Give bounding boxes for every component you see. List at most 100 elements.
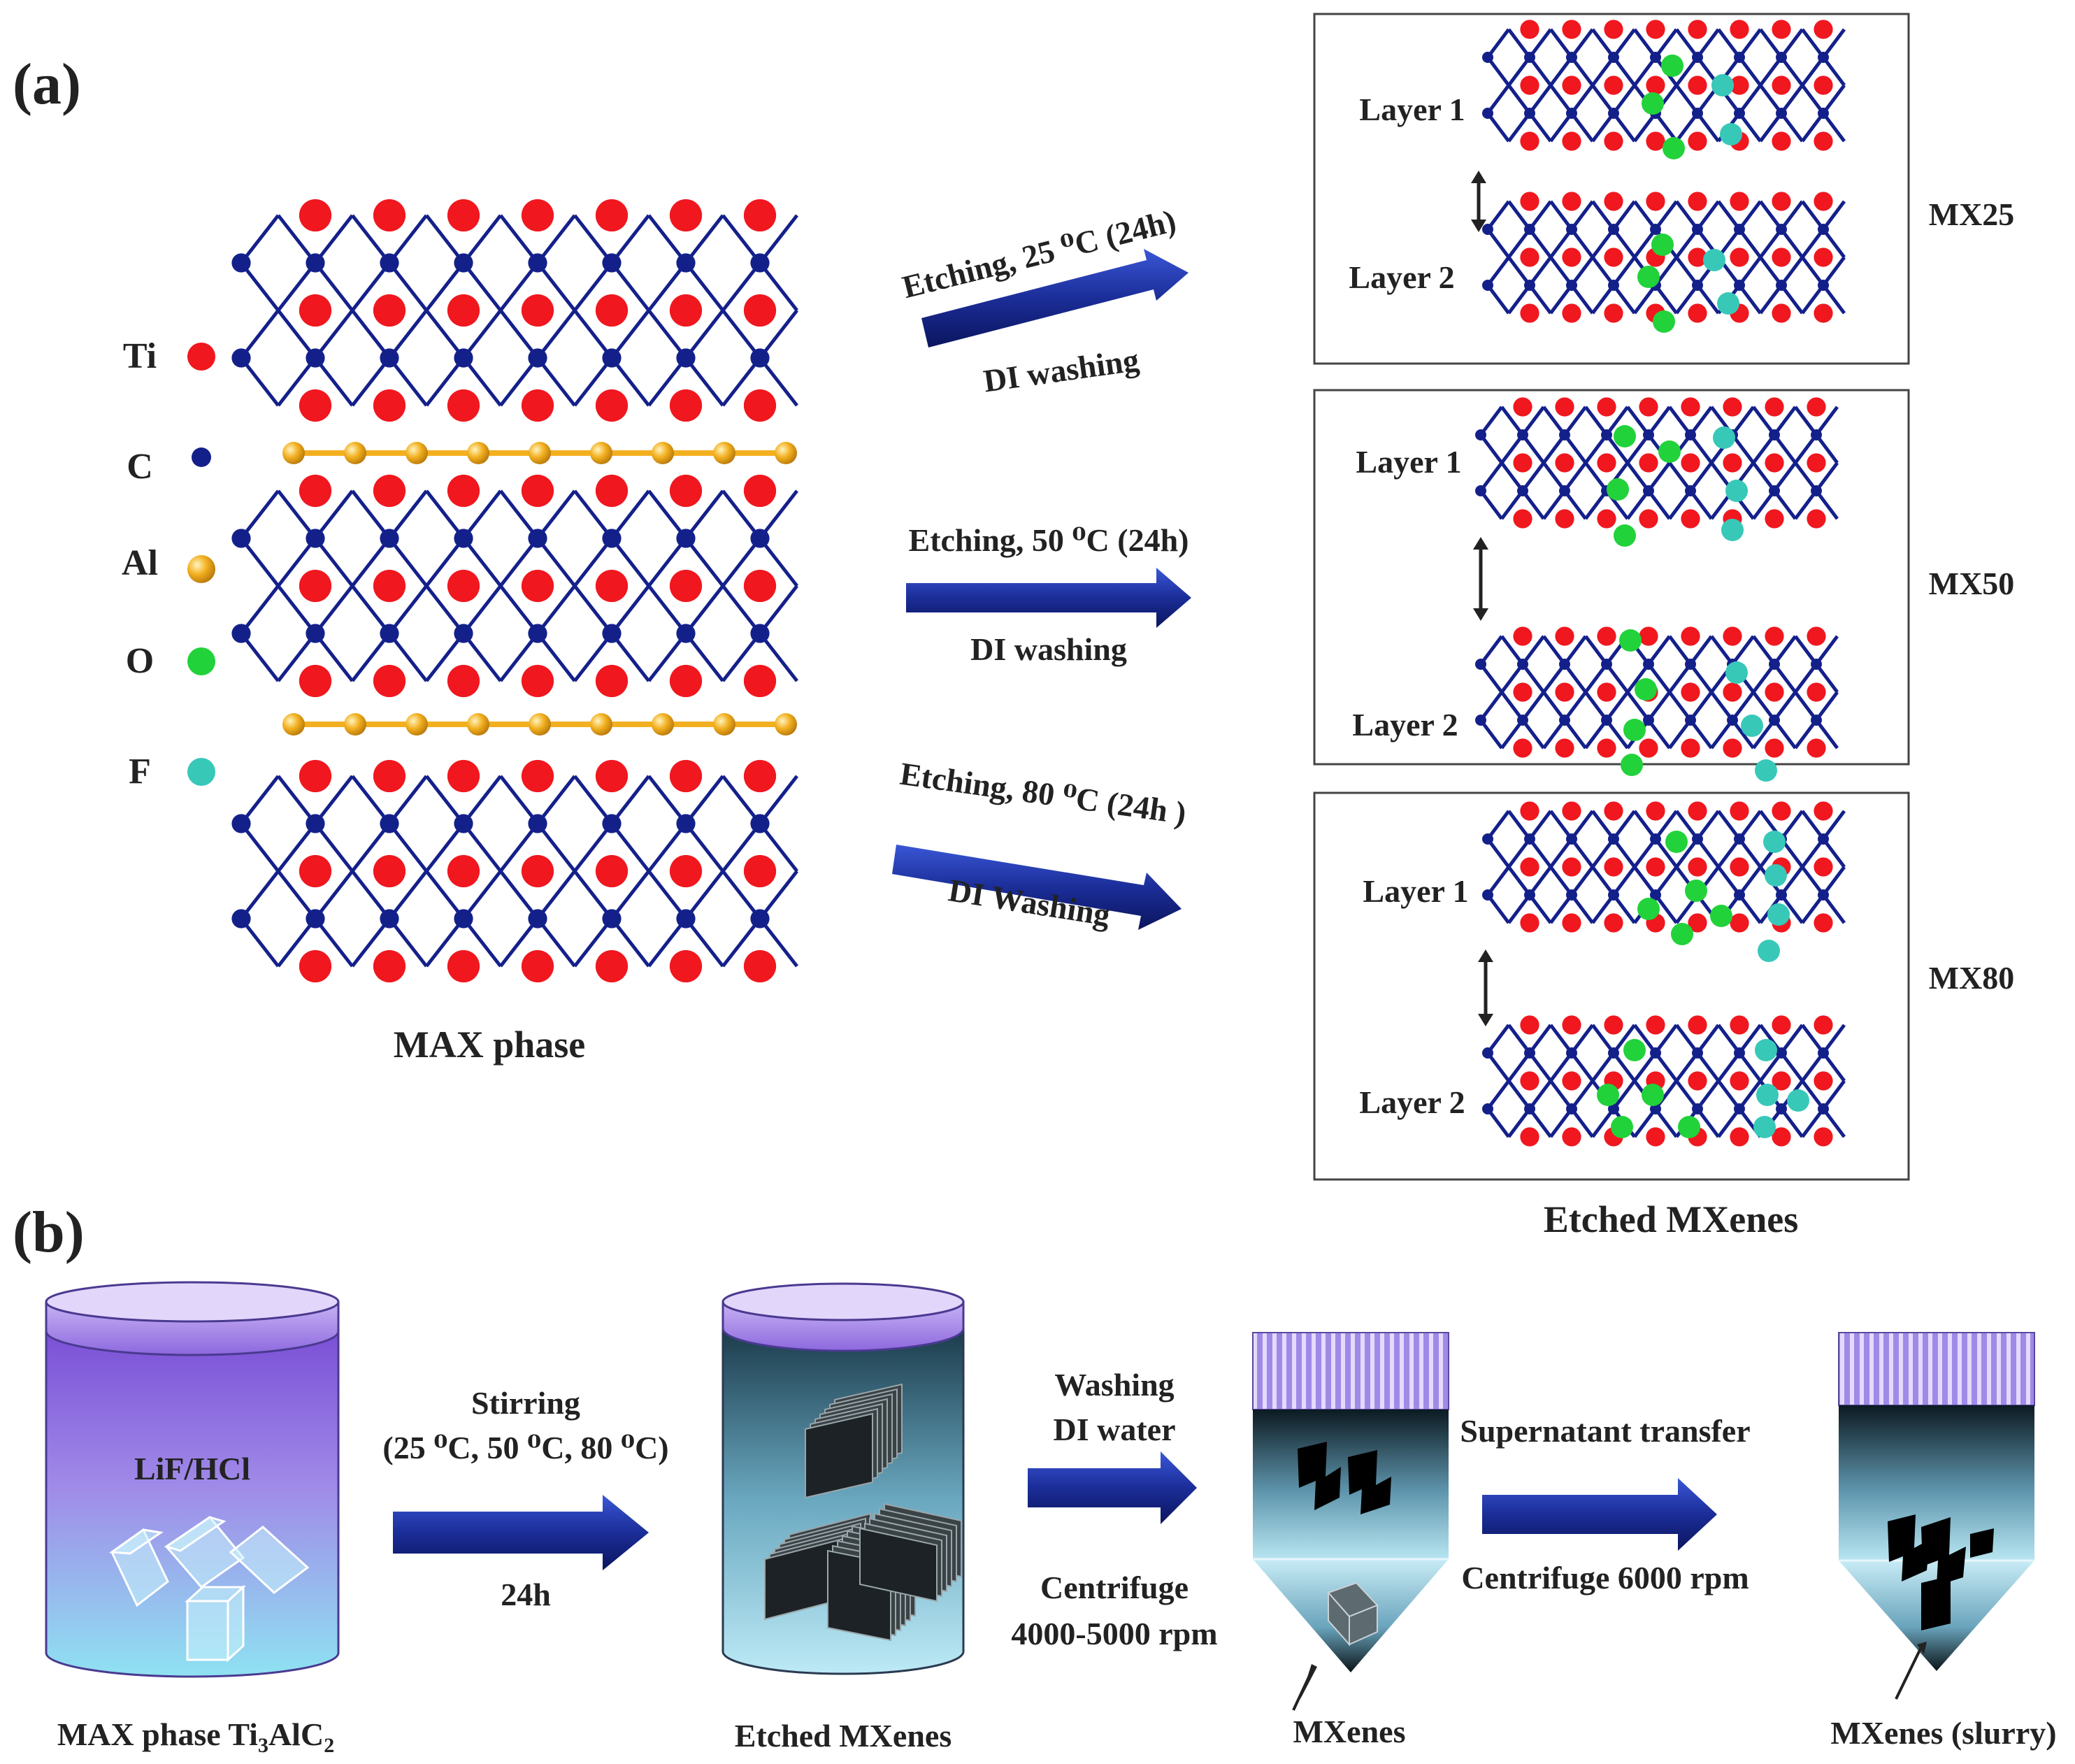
ti-atom xyxy=(1520,1127,1539,1147)
c-atom xyxy=(1608,889,1619,901)
c-atom xyxy=(231,253,251,273)
ti-atom xyxy=(1562,913,1581,933)
ti-atom xyxy=(1520,248,1539,267)
ti-atom xyxy=(1555,626,1574,646)
c-atom xyxy=(1692,833,1703,845)
c-atom xyxy=(676,624,696,643)
tube-mxenes-pointer-line xyxy=(1292,1668,1314,1711)
f-termination xyxy=(1755,1039,1777,1061)
c-atom xyxy=(1475,715,1486,726)
ti-atom xyxy=(1723,453,1742,473)
c-atom xyxy=(306,348,325,368)
c-atom xyxy=(1601,429,1612,440)
flake-stack xyxy=(859,1503,962,1602)
ti-atom xyxy=(743,949,777,983)
c-atom xyxy=(1811,659,1822,670)
ti-atom xyxy=(1604,131,1623,151)
c-atom xyxy=(1566,108,1577,119)
tube-mxenes-slurry xyxy=(1838,1332,2035,1671)
ti-atom xyxy=(1807,738,1826,758)
legend-label-o: O xyxy=(126,641,154,681)
ti-atom xyxy=(1730,801,1749,821)
ti-atom xyxy=(1597,682,1616,702)
mx80-layer-1 xyxy=(1482,801,1846,962)
ti-atom xyxy=(1807,682,1826,702)
ti-atom xyxy=(1562,131,1581,151)
ti-atom xyxy=(1555,397,1574,417)
f-termination xyxy=(1763,831,1786,853)
f-termination xyxy=(1725,661,1748,684)
ti-atom xyxy=(373,199,406,232)
ti-atom xyxy=(1730,76,1749,95)
ti-atom xyxy=(1730,20,1749,39)
o-termination xyxy=(1642,1084,1664,1106)
ti-atom xyxy=(595,759,629,793)
ti-atom xyxy=(299,854,332,888)
ti-atom xyxy=(595,474,629,508)
c-atom xyxy=(1482,1047,1493,1059)
ti-atom xyxy=(521,294,554,327)
mxene-flake-stacks xyxy=(764,1383,962,1642)
ti-atom xyxy=(1646,1127,1665,1147)
ti-atom xyxy=(1513,453,1532,473)
c-atom xyxy=(1734,1047,1745,1059)
c-atom xyxy=(1692,1047,1703,1059)
o-termination xyxy=(1663,137,1685,159)
al-layer xyxy=(282,713,797,736)
c-atom xyxy=(1685,659,1696,670)
ti-atom xyxy=(447,569,480,603)
c-atom xyxy=(1776,889,1787,901)
legend-dot-c xyxy=(192,447,211,467)
c-atom xyxy=(1524,889,1535,901)
c-atom xyxy=(1818,52,1829,63)
ti-atom xyxy=(521,199,554,232)
ti-atom xyxy=(1555,682,1574,702)
c-atom xyxy=(1776,280,1787,291)
c-atom xyxy=(528,624,547,643)
max-ti3c2-block-2 xyxy=(231,474,798,698)
jar-lif-hcl-label: LiF/HCl xyxy=(134,1451,250,1486)
c-atom xyxy=(1608,833,1619,845)
c-atom xyxy=(1475,485,1486,496)
ti-atom xyxy=(1597,738,1616,758)
ti-atom xyxy=(299,389,332,422)
ti-atom xyxy=(595,199,629,232)
mxenes-slurry-caption: MXenes (slurry) xyxy=(1830,1715,2056,1751)
c-atom xyxy=(750,624,770,643)
ti-atom xyxy=(1814,1127,1833,1147)
c-atom xyxy=(1776,1047,1787,1059)
legend-label-ti: Ti xyxy=(123,336,157,376)
ti-atom xyxy=(669,949,703,983)
ti-atom xyxy=(1646,801,1665,821)
ti-atom xyxy=(447,474,480,508)
ti-atom xyxy=(1520,20,1539,39)
f-termination xyxy=(1741,715,1763,737)
o-termination xyxy=(1651,234,1674,256)
ti-atom xyxy=(1646,192,1665,211)
ti-atom xyxy=(1772,1127,1791,1147)
ti-atom xyxy=(299,294,332,327)
c-atom xyxy=(1818,833,1829,845)
c-atom xyxy=(454,253,473,273)
panel-b-label: (b) xyxy=(13,1200,85,1265)
c-atom xyxy=(1818,224,1829,235)
ti-atom xyxy=(373,294,406,327)
ti-atom xyxy=(669,854,703,888)
max-phase-label: MAX phase xyxy=(394,1024,586,1066)
ti-atom xyxy=(1555,509,1574,529)
ti-atom xyxy=(1604,20,1623,39)
c-atom xyxy=(1734,889,1745,901)
ti-atom xyxy=(521,664,554,698)
o-termination xyxy=(1611,1116,1633,1138)
c-atom xyxy=(306,253,325,273)
c-atom xyxy=(1475,659,1486,670)
ti-atom xyxy=(1562,1127,1581,1147)
sample-label-mx50: MX50 xyxy=(1929,566,2015,601)
c-atom xyxy=(1811,429,1822,440)
ti-atom xyxy=(1520,192,1539,211)
c-atom xyxy=(1769,715,1780,726)
ti-atom xyxy=(1646,76,1665,95)
ti-atom xyxy=(1513,509,1532,529)
